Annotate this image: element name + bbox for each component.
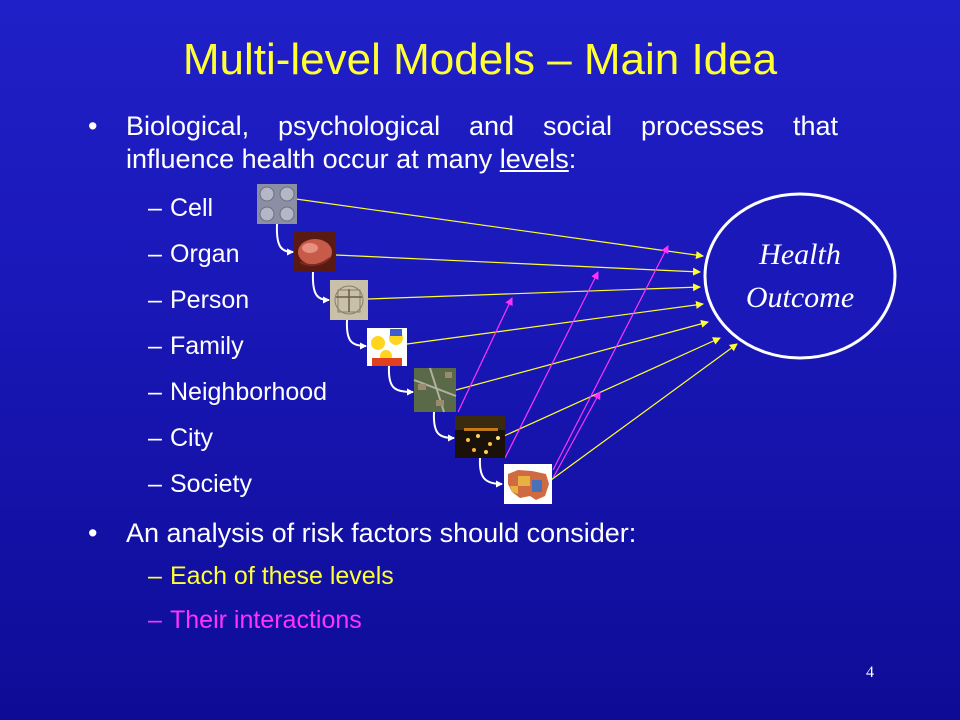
bullet-levels-colon: : bbox=[568, 144, 577, 174]
level-label: Family bbox=[170, 332, 244, 360]
interaction-arrow bbox=[504, 271, 599, 459]
family-icon bbox=[367, 328, 407, 366]
slide-title: Multi-level Models – Main Idea bbox=[182, 35, 778, 84]
consideration-interactions: –Their interactions bbox=[148, 606, 362, 634]
arrow-neighborhood-outcome bbox=[455, 319, 709, 391]
consideration-label: Each of these levels bbox=[170, 562, 394, 590]
level-item-person: –Person bbox=[148, 286, 250, 314]
interaction-arrow bbox=[457, 297, 513, 413]
bullet-analysis-text: An analysis of risk factors should consi… bbox=[126, 518, 637, 548]
bullet-levels-lead: Biological, psychological and social pro… bbox=[126, 111, 838, 174]
bullet-dot: • bbox=[88, 518, 98, 548]
arrow-person-outcome bbox=[367, 283, 701, 300]
arrow-city-outcome bbox=[503, 337, 721, 437]
arrow-family-outcome bbox=[406, 300, 704, 345]
cell-icon bbox=[257, 184, 297, 224]
consideration-each-level: –Each of these levels bbox=[148, 562, 394, 590]
level-connectors bbox=[275, 223, 503, 488]
level-item-society: –Society bbox=[148, 470, 252, 498]
interaction-arrows bbox=[457, 245, 669, 479]
level-label: Neighborhood bbox=[170, 378, 328, 406]
bullet-dot: • bbox=[88, 111, 98, 141]
level-label: City bbox=[170, 424, 214, 452]
arrow-cell-outcome bbox=[295, 198, 704, 259]
level-label: Person bbox=[170, 286, 250, 314]
interaction-arrow bbox=[552, 391, 601, 479]
organ-icon bbox=[294, 232, 336, 272]
level-label: Society bbox=[170, 470, 252, 498]
level-label: Cell bbox=[170, 194, 214, 222]
outcome-label-line1: Health bbox=[758, 238, 841, 271]
direct-effect-arrows bbox=[295, 198, 738, 481]
city-icon bbox=[455, 416, 505, 458]
page-number: 4 bbox=[866, 664, 874, 681]
interaction-arrow bbox=[552, 245, 669, 471]
connector-arrow bbox=[387, 365, 414, 396]
level-item-organ: –Organ bbox=[148, 240, 240, 268]
level-item-family: –Family bbox=[148, 332, 244, 360]
connector-arrow bbox=[311, 271, 330, 304]
consideration-label: Their interactions bbox=[170, 606, 362, 634]
connector-arrow bbox=[275, 223, 294, 256]
society-map-icon bbox=[504, 464, 552, 504]
level-item-cell: –Cell bbox=[148, 194, 214, 222]
person-icon bbox=[330, 280, 368, 320]
connector-arrow bbox=[345, 319, 367, 350]
arrow-society-outcome bbox=[550, 343, 738, 481]
levels-emphasis: levels bbox=[499, 144, 569, 174]
health-outcome-node: Health Outcome bbox=[703, 192, 897, 360]
outcome-label-line2: Outcome bbox=[746, 281, 854, 314]
neighborhood-icon bbox=[413, 367, 457, 413]
level-item-city: –City bbox=[148, 424, 214, 452]
bullet-levels-text: Biological, psychological and social pro… bbox=[126, 110, 838, 176]
level-label: Organ bbox=[170, 240, 240, 268]
arrow-organ-outcome bbox=[335, 254, 701, 276]
connector-arrow bbox=[478, 457, 503, 488]
health-outcome-ellipse bbox=[703, 192, 897, 360]
level-item-neighborhood: –Neighborhood bbox=[148, 378, 328, 406]
connector-arrow bbox=[432, 411, 455, 442]
